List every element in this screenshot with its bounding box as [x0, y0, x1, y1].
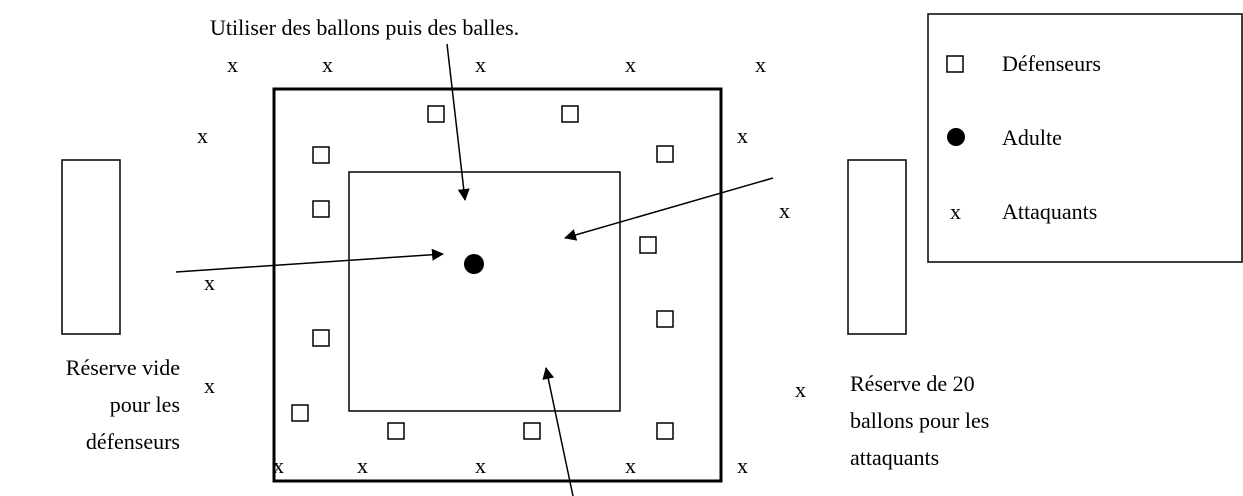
- arrows: [175, 43, 774, 496]
- attacker-x: x: [755, 52, 766, 77]
- attacker-x: x: [475, 52, 486, 77]
- defender-square: [561, 105, 579, 123]
- attacker-x: x: [273, 453, 284, 478]
- arrow-from-left: [175, 248, 444, 273]
- attacker-x: x: [779, 198, 790, 223]
- left-reserve-box: [61, 159, 121, 335]
- left-reserve-line-1: Réserve vide: [66, 355, 180, 380]
- defender-square: [639, 236, 657, 254]
- defender-square: [312, 146, 330, 164]
- attacker-x: x: [625, 453, 636, 478]
- attacker-x: x: [197, 123, 208, 148]
- legend-dot-icon: [947, 128, 965, 146]
- left-reserve-line-3: défenseurs: [86, 429, 180, 454]
- attackers: x x x x x x x x x x x x x x x x: [197, 52, 806, 478]
- legend-square-icon: [946, 55, 964, 73]
- attacker-x: x: [737, 453, 748, 478]
- right-reserve-caption: Réserve de 20 ballons pour les attaquant…: [850, 371, 989, 470]
- defender-square: [312, 329, 330, 347]
- instruction-text: Utiliser des ballons puis des balles.: [210, 15, 519, 40]
- defender-square: [291, 404, 309, 422]
- right-reserve-line-3: attaquants: [850, 445, 939, 470]
- arrow-from-right: [564, 177, 774, 241]
- right-reserve-line-1: Réserve de 20: [850, 371, 975, 396]
- attacker-x: x: [737, 123, 748, 148]
- defender-square: [427, 105, 445, 123]
- attacker-x: x: [227, 52, 238, 77]
- defender-square: [387, 422, 405, 440]
- defender-square: [656, 145, 674, 163]
- legend-label-adulte: Adulte: [1002, 125, 1062, 150]
- left-reserve-caption: Réserve vide pour les défenseurs: [66, 355, 180, 454]
- legend-label-defenseurs: Défenseurs: [1002, 51, 1101, 76]
- left-reserve-line-2: pour les: [110, 392, 180, 417]
- adult-dot: [464, 254, 484, 274]
- outer-field: [272, 87, 723, 483]
- defender-square: [656, 422, 674, 440]
- attacker-x: x: [204, 270, 215, 295]
- right-reserve-line-2: ballons pour les: [850, 408, 989, 433]
- attacker-x: x: [795, 377, 806, 402]
- legend-label-attaquants: Attaquants: [1002, 199, 1097, 224]
- legend-box: [927, 13, 1243, 263]
- defender-square: [656, 310, 674, 328]
- defender-square: [523, 422, 541, 440]
- attacker-x: x: [357, 453, 368, 478]
- attacker-x: x: [625, 52, 636, 77]
- attacker-x: x: [475, 453, 486, 478]
- arrow-from-top: [446, 43, 470, 201]
- right-reserve-box: [847, 159, 907, 335]
- attacker-x: x: [204, 373, 215, 398]
- legend-x-icon: x: [950, 199, 961, 224]
- defenders: [291, 105, 674, 440]
- arrow-from-bottom: [542, 367, 574, 496]
- attacker-x: x: [322, 52, 333, 77]
- defender-square: [312, 200, 330, 218]
- inner-zone: [348, 171, 621, 412]
